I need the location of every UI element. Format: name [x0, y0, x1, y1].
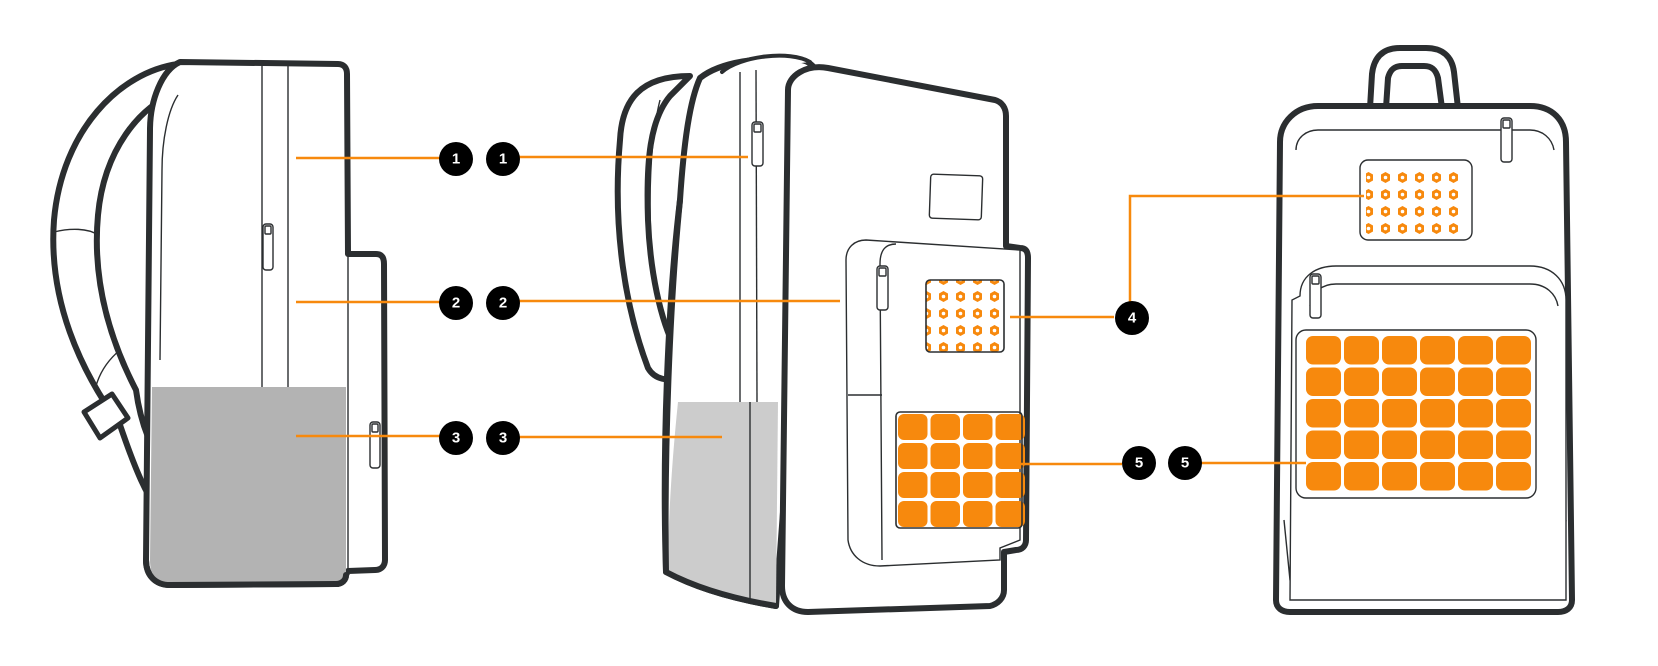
solar-cell	[1382, 336, 1417, 365]
solar-cell	[1382, 430, 1417, 459]
side-zipper-pull-1	[262, 223, 274, 271]
solar-cell	[1306, 336, 1341, 365]
solar-cell	[1344, 462, 1379, 491]
tq-mesh-pocket	[668, 402, 778, 604]
solar-cell	[1458, 367, 1493, 396]
solar-cell	[995, 443, 1025, 469]
svg-text:1: 1	[499, 151, 507, 168]
strap-buckle	[81, 391, 131, 441]
solar-cell	[1458, 336, 1493, 365]
side-zipper-pull-2	[369, 421, 381, 469]
solar-cell	[930, 501, 960, 527]
solar-cell	[1420, 367, 1455, 396]
tq-shoulder-strap	[614, 73, 693, 383]
solar-cell	[1420, 399, 1455, 428]
solar-cell	[1496, 430, 1531, 459]
side-view	[50, 59, 388, 588]
solar-cell	[1382, 399, 1417, 428]
leader-lines	[296, 155, 1364, 466]
solar-cell	[930, 414, 960, 440]
solar-cell	[1420, 430, 1455, 459]
solar-cell	[963, 472, 993, 498]
svg-text:2: 2	[452, 295, 460, 312]
solar-cell	[995, 472, 1025, 498]
callout-badge-3-side: 3	[439, 421, 473, 455]
solar-cell	[898, 414, 928, 440]
svg-text:4: 4	[1128, 310, 1137, 327]
solar-cell	[1344, 336, 1379, 365]
solar-cell	[1344, 399, 1379, 428]
solar-cell	[1382, 462, 1417, 491]
callout-badge-4: 4	[1115, 301, 1149, 335]
callout-badge-2-tq: 2	[486, 286, 520, 320]
solar-cell	[1496, 367, 1531, 396]
callout-badge-3-tq: 3	[486, 421, 520, 455]
solar-cell	[1306, 430, 1341, 459]
svg-text:2: 2	[499, 295, 507, 312]
front-zipper-pull-1	[1500, 117, 1513, 163]
solar-cell	[930, 472, 960, 498]
tq-zipper-pull-1	[751, 121, 764, 167]
front-top-handle	[1367, 45, 1461, 111]
solar-cell	[1344, 430, 1379, 459]
solar-cell	[1306, 399, 1341, 428]
solar-cell	[1420, 462, 1455, 491]
svg-text:5: 5	[1135, 455, 1143, 472]
svg-text:3: 3	[452, 430, 460, 447]
callout-badge-2-side: 2	[439, 286, 473, 320]
solar-cell	[963, 501, 993, 527]
callout-badge-5-front: 5	[1168, 446, 1202, 480]
solar-cell	[1420, 336, 1455, 365]
solar-cell	[898, 443, 928, 469]
tq-solar-panel	[895, 411, 1025, 529]
solar-cell	[898, 472, 928, 498]
solar-cell	[1496, 462, 1531, 491]
solar-cell	[995, 501, 1025, 527]
front-small-solar-grid	[1366, 166, 1466, 234]
svg-text:1: 1	[452, 151, 460, 168]
solar-cell	[1496, 336, 1531, 365]
callout-badge-5-tq: 5	[1122, 446, 1156, 480]
callout-badge-1-side: 1	[439, 142, 473, 176]
solar-cell	[1458, 399, 1493, 428]
tq-solar-frame	[895, 411, 1023, 529]
solar-cell	[963, 414, 993, 440]
svg-text:3: 3	[499, 430, 507, 447]
callout-badge-1-tq: 1	[486, 142, 520, 176]
solar-cell	[1382, 367, 1417, 396]
tq-zipper-pull-2	[876, 265, 889, 311]
tq-small-solar-grid	[925, 279, 1005, 353]
solar-cell	[1496, 399, 1531, 428]
three-quarter-view	[614, 53, 1031, 615]
solar-cell	[995, 414, 1025, 440]
solar-cell	[963, 443, 993, 469]
tq-label-patch	[928, 173, 984, 221]
solar-cell	[1344, 367, 1379, 396]
front-view	[1273, 45, 1575, 615]
leader-4-front	[1128, 194, 1364, 302]
front-zipper-pull-2	[1309, 273, 1322, 319]
svg-text:5: 5	[1181, 455, 1189, 472]
solar-cell	[1458, 462, 1493, 491]
solar-cell	[1306, 367, 1341, 396]
solar-cell	[930, 443, 960, 469]
solar-cell	[1306, 462, 1341, 491]
side-mesh-pocket	[150, 387, 346, 585]
solar-cell	[898, 501, 928, 527]
front-solar-panel	[1306, 336, 1531, 491]
solar-cell	[1458, 430, 1493, 459]
